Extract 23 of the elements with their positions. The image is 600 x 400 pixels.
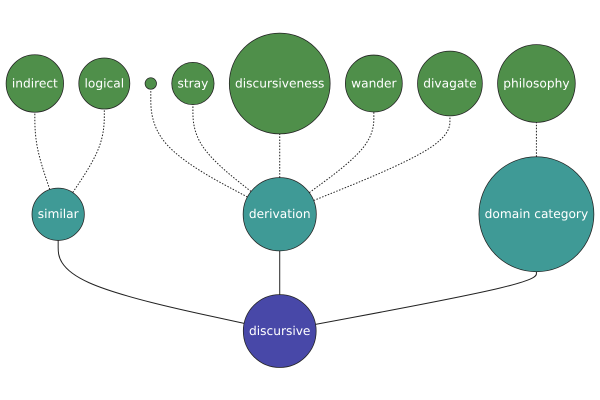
connector xyxy=(72,108,105,193)
connector xyxy=(58,240,245,324)
node-circle: indirect xyxy=(6,54,64,112)
node-circle: derivation xyxy=(242,177,317,251)
node-circle: similar xyxy=(32,187,85,241)
connector xyxy=(279,133,280,178)
node-circle: logical xyxy=(78,57,130,110)
connector xyxy=(536,122,537,157)
node-circle: wander xyxy=(345,54,403,112)
connector xyxy=(150,88,248,198)
connector xyxy=(315,270,537,325)
connector xyxy=(192,104,252,192)
connector xyxy=(308,111,374,193)
node-circle: stray xyxy=(171,62,214,105)
node-circle: philosophy xyxy=(497,44,576,122)
node-circle: discursiveness xyxy=(228,32,331,134)
node-circle: domain category xyxy=(478,156,594,272)
node-circle xyxy=(144,77,157,90)
node-circle: discursive xyxy=(242,294,317,368)
node-circle: divagate xyxy=(417,50,483,116)
connector xyxy=(34,111,50,190)
connector xyxy=(279,250,280,295)
connector xyxy=(313,115,450,201)
